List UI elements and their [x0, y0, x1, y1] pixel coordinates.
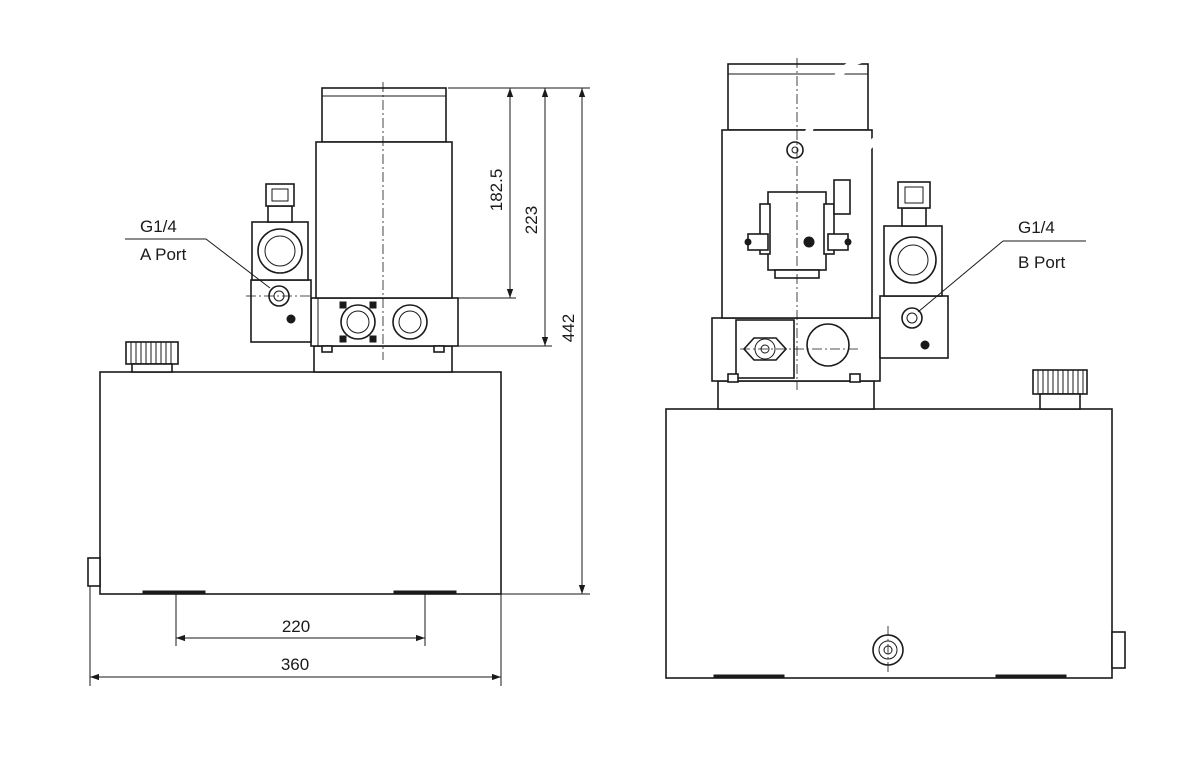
dim-223: 223 [458, 87, 552, 347]
port-a-size: G1/4 [140, 217, 177, 236]
drain-plug-left [87, 557, 101, 587]
manifold-left [310, 297, 459, 353]
dim-360-label: 360 [281, 655, 309, 674]
port-b-label: B Port [1018, 253, 1066, 272]
tank-foot-left-1 [142, 590, 206, 595]
tank-left [99, 371, 502, 595]
filler-cap-left [125, 341, 179, 373]
filler-cap-right [1032, 369, 1088, 410]
dim-220-label: 220 [282, 617, 310, 636]
pump-neck-right [717, 380, 875, 410]
port-a-callout: G1/4 A Port [125, 217, 271, 289]
valve-right [879, 181, 949, 359]
dim-motor-height: 182.5 [448, 87, 516, 299]
right-view [665, 54, 1126, 679]
port-b-size: G1/4 [1018, 218, 1055, 237]
port-a-label: A Port [140, 245, 187, 264]
tank-foot-left-2 [393, 590, 457, 595]
drain-plug-right [1111, 631, 1126, 669]
dim-360: 360 [89, 586, 502, 686]
port-b-callout: G1/4 B Port [917, 218, 1086, 313]
dim-442-label: 442 [559, 314, 578, 342]
dim-223-label: 223 [522, 206, 541, 234]
manifold-right [711, 317, 881, 383]
motor-left [315, 87, 453, 299]
left-view [87, 82, 502, 595]
tank-foot-right-1 [713, 674, 785, 679]
dim-182-5-label: 182.5 [487, 169, 506, 212]
tank-right [665, 408, 1113, 679]
power-cable-right [786, 54, 913, 215]
valve-left [250, 183, 312, 343]
tank-foot-right-2 [995, 674, 1067, 679]
dim-442: 442 [501, 87, 590, 595]
dim-220: 220 [175, 594, 426, 646]
